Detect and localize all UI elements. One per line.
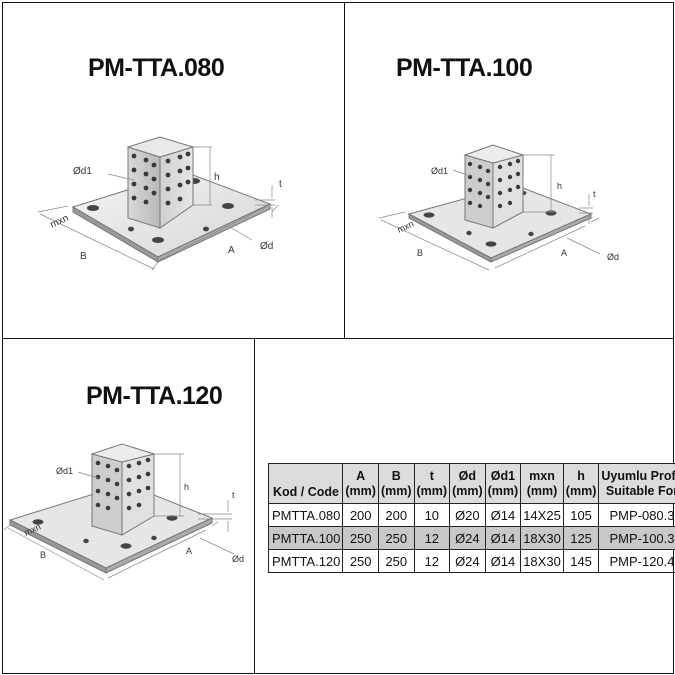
cell-h: 145 <box>562 549 600 573</box>
cell-h: 105 <box>562 503 600 527</box>
header-h: h(mm) <box>562 463 600 504</box>
product-title-100: PM-TTA.100 <box>396 54 533 82</box>
dim-label-b: B <box>40 550 46 560</box>
dim-label-a: A <box>186 546 192 556</box>
header-d1: Ød1(mm) <box>484 463 522 504</box>
cell-d1: Ø14 <box>484 526 522 550</box>
dim-label-h: h <box>214 172 220 183</box>
header-a: A(mm) <box>342 463 379 504</box>
cell-t: 12 <box>413 549 451 573</box>
cell-d: Ø24 <box>449 526 486 550</box>
cell-t: 10 <box>413 503 451 527</box>
table-row: PMTTA.080 200 200 10 Ø20 Ø14 14X25 105 P… <box>267 503 675 527</box>
dim-label-d: Ød <box>607 252 619 262</box>
header-d: Ød(mm) <box>449 463 486 504</box>
dim-label-t: t <box>232 490 235 500</box>
dim-label-t: t <box>279 179 282 190</box>
product-title-080: PM-TTA.080 <box>88 54 225 82</box>
dim-label-d: Ød <box>232 554 244 564</box>
cell-d: Ø20 <box>449 503 486 527</box>
cell-a: 250 <box>342 526 379 550</box>
dim-label-a: A <box>228 245 235 256</box>
base-plate-drawing-100: Ød1 h t mxn B A Ød <box>378 144 619 271</box>
cell-mxn: 14X25 <box>520 503 564 527</box>
cell-d: Ø24 <box>449 549 486 573</box>
post-holes <box>131 151 191 206</box>
cell-b: 250 <box>377 549 415 573</box>
cell-d1: Ø14 <box>484 503 522 527</box>
dim-label-mxn: mxn <box>49 213 71 231</box>
cell-d1: Ø14 <box>484 549 522 573</box>
cell-t: 12 <box>413 526 451 550</box>
cell-b: 200 <box>377 503 415 527</box>
cell-code: PMTTA.080 <box>267 503 344 527</box>
dim-label-b: B <box>417 248 423 258</box>
header-mxn: mxn(mm) <box>520 463 564 504</box>
dim-label-d: Ød <box>260 241 273 252</box>
table-row: PMTTA.120 250 250 12 Ø24 Ø14 18X30 145 P… <box>267 549 675 573</box>
dim-label-h: h <box>557 181 562 191</box>
cell-b: 250 <box>377 526 415 550</box>
cell-a: 250 <box>342 549 379 573</box>
table-row: PMTTA.100 250 250 12 Ø24 Ø14 18X30 125 P… <box>267 526 675 550</box>
dim-label-d1: Ød1 <box>56 466 73 476</box>
cell-mxn: 18X30 <box>520 526 564 550</box>
header-code: Kod / Code <box>267 463 344 504</box>
cell-suitable-for: PMP-100.3 <box>598 526 675 550</box>
dim-label-a: A <box>561 248 567 258</box>
product-title-120: PM-TTA.120 <box>86 382 223 410</box>
header-t: t(mm) <box>413 463 451 504</box>
cell-suitable-for: PMP-120.4 <box>598 549 675 573</box>
header-b: B(mm) <box>377 463 415 504</box>
cell-a: 200 <box>342 503 379 527</box>
cell-code: PMTTA.120 <box>267 549 344 573</box>
dim-label-b: B <box>80 251 87 262</box>
dim-label-d1: Ød1 <box>431 166 448 176</box>
base-plate-drawing-120: Ød1 h t mxn B A Ød <box>3 443 244 581</box>
dim-label-h: h <box>184 482 189 492</box>
dim-label-t: t <box>593 189 596 199</box>
spec-table-header-row: Kod / Code A(mm) B(mm) t(mm) Ød(mm) Ød1(… <box>267 463 675 504</box>
dim-label-mxn: mxn <box>396 219 416 235</box>
cell-mxn: 18X30 <box>520 549 564 573</box>
dim-label-d1: Ød1 <box>73 166 92 177</box>
cell-suitable-for: PMP-080.3 <box>598 503 675 527</box>
base-plate-drawing-080: Ød1 h t mxn B A Ød <box>37 136 282 271</box>
spec-table: Kod / Code A(mm) B(mm) t(mm) Ød(mm) Ød1(… <box>267 463 675 573</box>
cell-code: PMTTA.100 <box>267 526 344 550</box>
cell-h: 125 <box>562 526 600 550</box>
